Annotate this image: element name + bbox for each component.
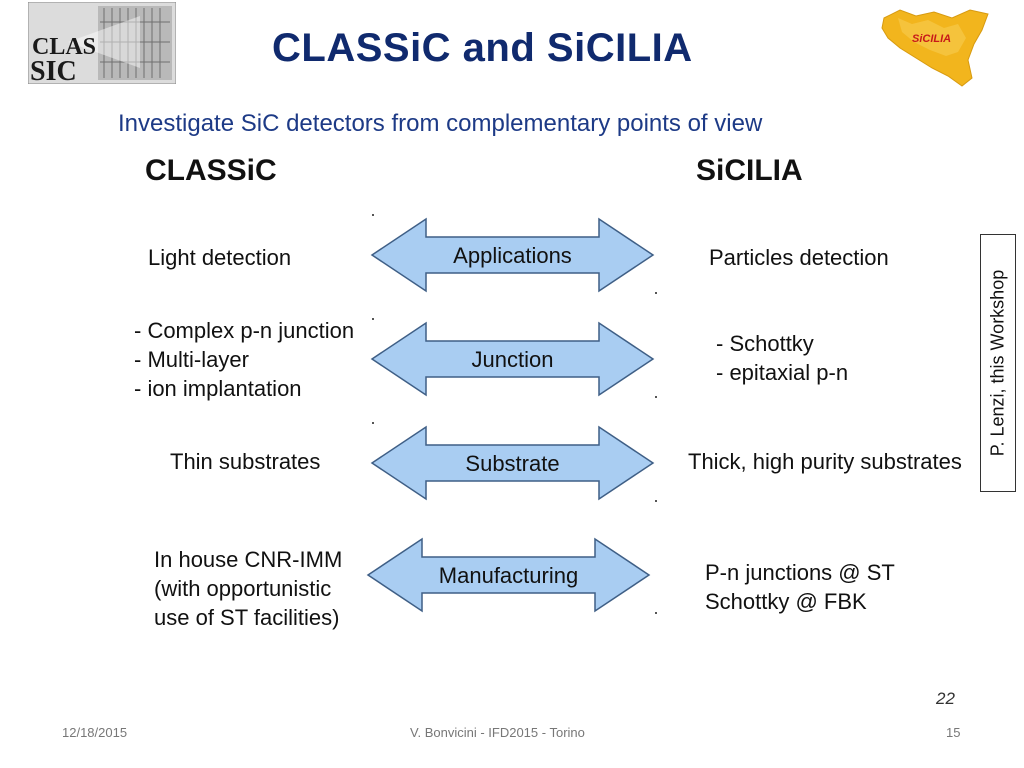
row-junction-left: - Complex p-n junction - Multi-layer - i… [134, 316, 354, 403]
sicilia-logo-text: SiCILIA [912, 33, 951, 45]
row-applications-right: Particles detection [709, 243, 889, 272]
text-line: - ion implantation [134, 376, 302, 401]
arrow-label: Manufacturing [439, 563, 578, 588]
text-line: Particles detection [709, 245, 889, 270]
footer-center: V. Bonvicini - IFD2015 - Torino [410, 725, 585, 740]
logo-text-bottom: SIC [30, 56, 77, 84]
row-applications-left: Light detection [148, 243, 291, 272]
stray-dot [655, 500, 657, 502]
text-line: P-n junctions @ ST [705, 560, 895, 585]
logo-text-top: CLAS [32, 34, 96, 60]
text-line: use of ST facilities) [154, 605, 340, 630]
side-note-box [980, 234, 1016, 492]
stray-dot [655, 396, 657, 398]
slide-subtitle: Investigate SiC detectors from complemen… [118, 110, 763, 137]
classic-logo: CLAS SIC [27, 1, 177, 87]
text-line: - epitaxial p-n [716, 360, 849, 385]
text-line: In house CNR-IMM [154, 547, 343, 572]
arrow-applications: Applications [370, 217, 655, 298]
text-line: - Schottky [716, 331, 814, 356]
arrow-manufacturing: Manufacturing [366, 537, 651, 618]
sicilia-logo: SiCILIA [878, 4, 990, 90]
footer-date: 12/18/2015 [62, 725, 128, 740]
text-line: - Complex p-n junction [134, 318, 355, 343]
text-line: - Multi-layer [134, 347, 249, 372]
arrow-substrate: Substrate [370, 425, 655, 506]
text-line: (with opportunistic [154, 576, 332, 601]
side-note: P. Lenzi, this Workshop [987, 269, 1008, 457]
row-junction-right: - Schottky - epitaxial p-n [716, 329, 848, 387]
stray-dot [372, 422, 374, 424]
row-manufacturing-left: In house CNR-IMM (with opportunistic use… [154, 545, 342, 632]
row-substrate-left: Thin substrates [170, 447, 320, 476]
text-line: Thick, high purity substrates [688, 449, 962, 474]
arrow-label: Applications [453, 243, 572, 268]
text-line: Schottky @ FBK [705, 589, 867, 614]
text-line: Light detection [148, 245, 292, 270]
arrow-label: Junction [472, 347, 554, 372]
stray-dot [372, 214, 374, 216]
stray-dot [655, 292, 657, 294]
column-header-sicilia: SiCILIA [696, 154, 803, 187]
text-line: Thin substrates [170, 449, 321, 474]
row-substrate-right: Thick, high purity substrates [688, 447, 962, 476]
reference-number: 22 [936, 689, 955, 708]
arrow-label: Substrate [465, 451, 559, 476]
slide-title: CLASSiC and SiCILIA [272, 26, 693, 70]
footer-page: 15 [946, 725, 961, 740]
row-manufacturing-right: P-n junctions @ ST Schottky @ FBK [705, 558, 895, 616]
stray-dot [372, 318, 374, 320]
stray-dot [655, 612, 657, 614]
column-header-classic: CLASSiC [145, 154, 277, 187]
arrow-junction: Junction [370, 321, 655, 402]
